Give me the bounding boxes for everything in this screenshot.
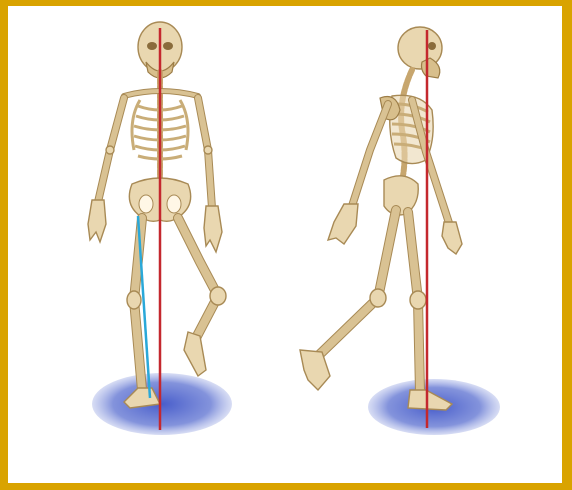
skeleton-side-icon	[300, 27, 462, 410]
skeleton-front-icon	[88, 22, 226, 408]
floor-shadow-front	[92, 373, 232, 435]
